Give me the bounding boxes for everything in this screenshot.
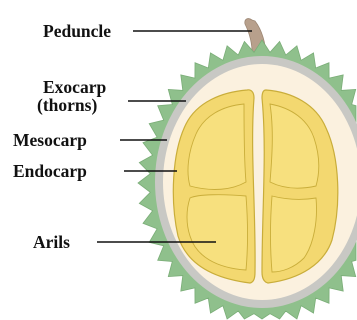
exocarp-label: Exocarp <box>43 77 106 97</box>
exocarp-thorns-label: (thorns) <box>37 95 97 115</box>
mesocarp-label: Mesocarp <box>13 130 87 150</box>
peduncle-label: Peduncle <box>43 21 111 41</box>
endocarp-label: Endocarp <box>13 161 87 181</box>
arils-label: Arils <box>33 232 70 252</box>
